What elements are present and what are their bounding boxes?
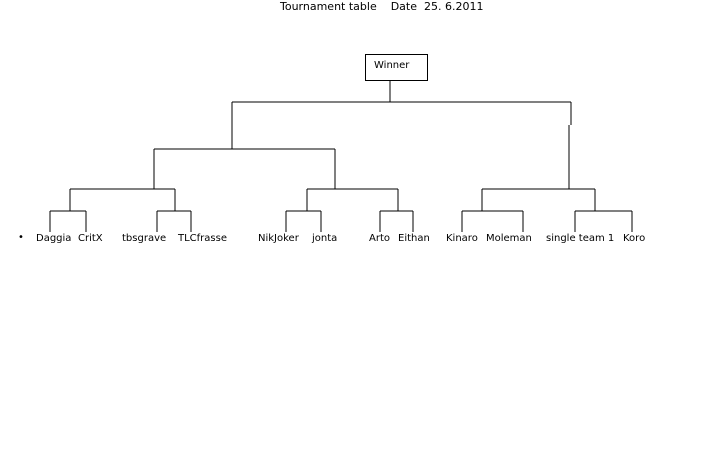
player-name: single team 1 <box>546 233 615 244</box>
player-name: Arto <box>369 233 390 244</box>
player-name: Moleman <box>486 233 532 244</box>
player-name: tbsgrave <box>122 233 167 244</box>
list-bullet: • <box>18 232 24 243</box>
player-name: jonta <box>312 233 338 244</box>
player-name: NikJoker <box>258 233 299 244</box>
player-name: Kinaro <box>446 233 478 244</box>
player-name: Koro <box>623 233 646 244</box>
player-name: Daggia <box>36 233 72 244</box>
player-name: TLCfrasse <box>178 233 227 244</box>
player-name: CritX <box>78 233 103 244</box>
winner-box: Winner <box>365 54 428 81</box>
tournament-title: Tournament table Date 25. 6.2011 <box>280 0 484 13</box>
winner-label: Winner <box>374 60 410 71</box>
player-name: Eithan <box>398 233 430 244</box>
